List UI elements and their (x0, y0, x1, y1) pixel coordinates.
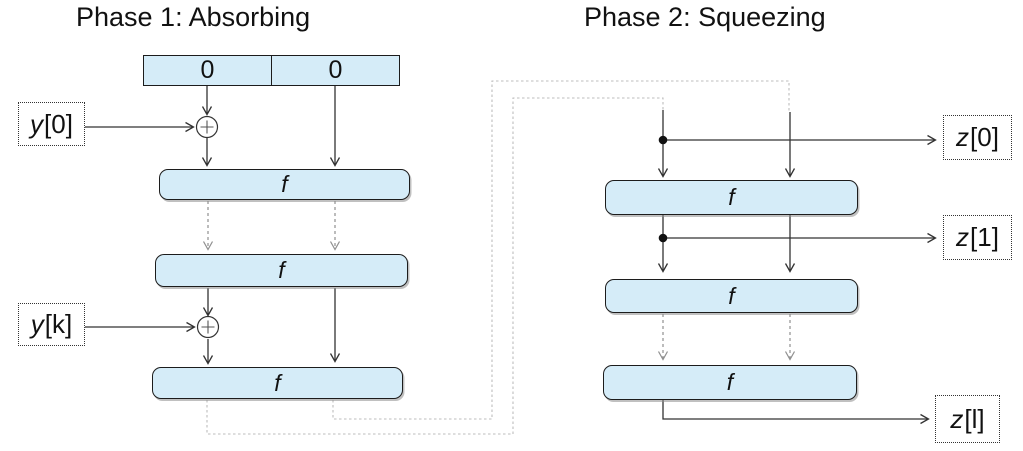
f-box-squeeze-3: f (603, 365, 857, 400)
f-box-squeeze-1: f (605, 180, 858, 215)
output-label-zl-var: z (950, 403, 964, 434)
initial-state-register: 0 0 (143, 55, 400, 86)
xor-icon (196, 315, 220, 339)
phase1-title: Phase 1: Absorbing (76, 2, 311, 32)
output-label-z1-index: [1] (970, 222, 999, 252)
output-label-z1-var: z (956, 222, 970, 252)
state-cell-capacity: 0 (328, 56, 343, 84)
input-label-y0-var: y (30, 108, 44, 139)
input-label-y0-index: [0] (44, 108, 73, 139)
input-label-yk-var: y (30, 309, 44, 339)
output-label-z0-var: z (956, 122, 970, 152)
input-label-yk: y[k] (18, 303, 85, 346)
output-label-z1: z[1] (943, 215, 1012, 260)
junction-dot (658, 135, 668, 145)
input-label-yk-index: [k] (44, 309, 73, 339)
output-label-z0: z[0] (943, 115, 1012, 160)
f-box-absorb-2: f (155, 254, 408, 287)
output-label-zl: z[l] (935, 395, 1000, 443)
state-cell-rate: 0 (144, 56, 272, 85)
xor-icon (195, 115, 219, 139)
junction-dot (658, 233, 668, 243)
f-box-squeeze-2: f (605, 279, 858, 313)
connector-line (332, 80, 790, 420)
f-box-absorb-1: f (159, 169, 410, 200)
phase2-title: Phase 2: Squeezing (584, 2, 826, 32)
arrow (662, 400, 930, 425)
f-box-absorb-3: f (152, 367, 403, 399)
output-label-z0-index: [0] (970, 122, 999, 152)
output-label-zl-index: [l] (964, 403, 985, 434)
input-label-y0: y[0] (18, 102, 85, 146)
